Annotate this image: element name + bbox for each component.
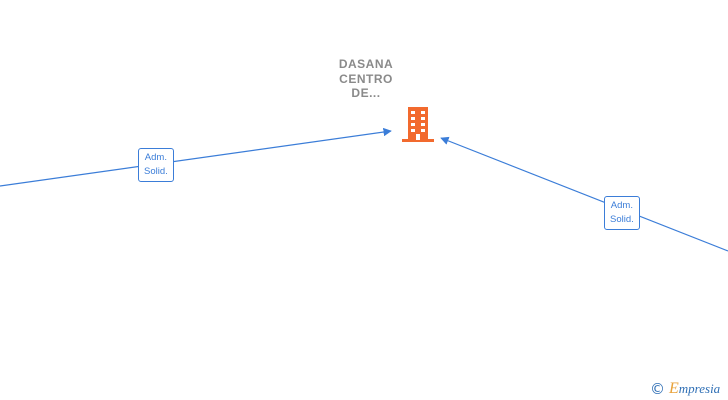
building-icon[interactable]: [402, 107, 434, 143]
brand-initial: E: [669, 380, 679, 397]
empresia-logo: Empresia: [669, 380, 720, 398]
edge-label-right-line-2: Solid.: [610, 214, 634, 225]
empresia-watermark: © Empresia: [650, 380, 720, 398]
company-name-line-1: DASANA: [338, 57, 394, 71]
edge-label-left-line-1: Adm.: [144, 152, 167, 163]
brand-rest: mpresia: [678, 381, 721, 396]
copyright-icon: ©: [650, 380, 665, 398]
edge-label-right-line-1: Adm.: [610, 200, 633, 211]
edge-line-right: [440, 136, 728, 252]
edge-label-left[interactable]: Adm. Solid.: [138, 148, 174, 182]
edge-line-left: [0, 127, 392, 187]
company-name-line-3: DE...: [351, 86, 381, 100]
edge-label-right[interactable]: Adm. Solid.: [604, 196, 640, 230]
company-name[interactable]: DASANA CENTRO DE...: [316, 57, 416, 101]
company-name-line-2: CENTRO: [339, 71, 393, 86]
edge-label-left-line-2: Solid.: [144, 166, 168, 177]
